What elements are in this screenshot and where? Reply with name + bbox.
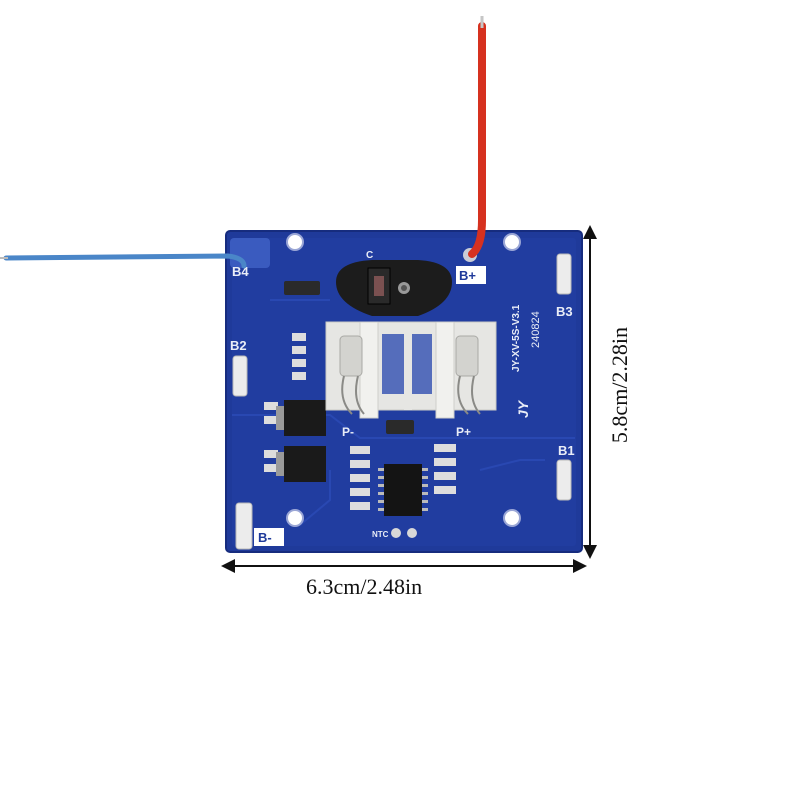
bms-ic-chip <box>378 464 428 516</box>
mosfet-upper <box>276 400 326 436</box>
b3-tab <box>556 253 572 295</box>
width-dimension-label: 6.3cm/2.48in <box>306 574 423 599</box>
silk-model: JY-XV-5S-V3.1 <box>511 304 522 372</box>
silk-p-plus: P+ <box>456 425 471 439</box>
b-minus-label-box <box>254 528 284 546</box>
silk-logo: JY <box>515 399 531 418</box>
height-dimension-label: 5.8cm/2.28in <box>607 326 632 444</box>
b2-tab <box>232 355 248 397</box>
silk-b3: B3 <box>556 304 573 319</box>
black-dc-connector <box>336 260 452 316</box>
ntc-pad-1 <box>391 528 401 538</box>
silk-ntc: NTC <box>372 530 389 539</box>
silk-b1: B1 <box>558 443 575 458</box>
bms-board: B4 B3 B2 B1 C P- P+ NTC JY-XV-5S-V3.1 24… <box>225 230 583 553</box>
red-wire <box>468 16 486 258</box>
silk-cap: C <box>366 250 373 261</box>
silk-date-code: 240824 <box>530 311 542 348</box>
silk-b-plus: B+ <box>459 268 476 283</box>
b1-tab <box>556 459 572 501</box>
ntc-pad-2 <box>407 528 417 538</box>
b-plus-label-box <box>456 266 486 284</box>
white-output-connector <box>325 321 497 419</box>
mosfet-lower <box>276 446 326 482</box>
b-minus-tab <box>235 502 253 550</box>
silk-b4: B4 <box>232 264 249 279</box>
mounting-holes <box>286 233 521 527</box>
smd-components <box>264 281 456 510</box>
silk-p-minus: P- <box>342 425 354 439</box>
blue-wire <box>0 253 247 269</box>
silk-b2: B2 <box>230 338 247 353</box>
silk-b-minus: B- <box>258 530 272 545</box>
